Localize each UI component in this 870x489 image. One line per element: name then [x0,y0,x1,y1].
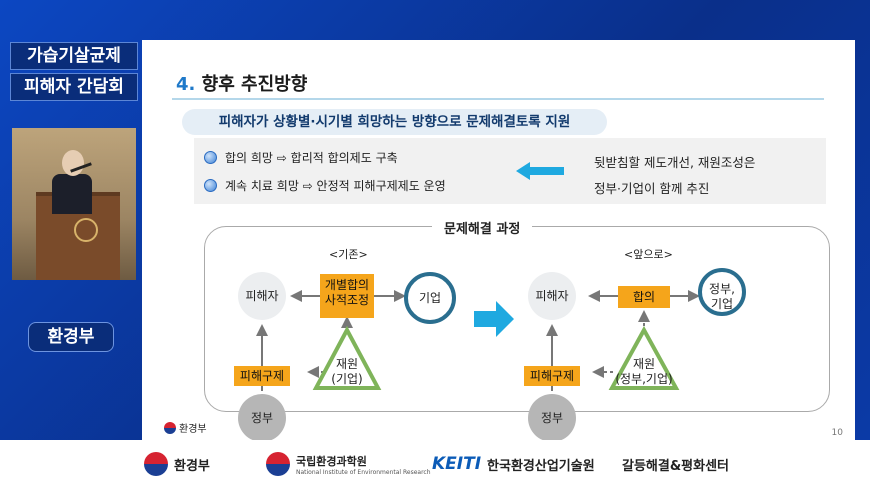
after-victim-node: 피해자 [528,272,576,320]
after-gov-company-node: 정부, 기업 [698,268,746,316]
center-logo: 갈등해결&평화센터 [622,448,729,480]
speaker-video [12,128,136,280]
support-line1: 뒷받침할 제도개선, 재원조성은 [594,155,756,170]
heading-text: 향후 추진방향 [201,74,308,95]
event-title-line2: 피해자 간담회 [10,73,138,101]
before-settlement-line1: 개별합의 [324,278,370,292]
speaker-body [52,174,92,214]
after-funds-label: 재원 (정부,기업) [609,357,679,387]
event-title: 가습기살균제 피해자 간담회 [10,42,138,104]
diagram-connectors [256,290,700,391]
before-caption: <기존> [329,248,368,261]
keiti-logo-text: 한국환경산업기술원 [487,458,595,474]
after-funds-line1: 재원 [632,357,656,371]
speaker-head [62,150,84,176]
process-diagram: <기존> 피해자 개별합의 사적조정 기업 피해구제 정부 재원 (기업) <앞… [204,226,828,442]
after-agreement-node: 합의 [618,286,670,308]
page-number: 10 [831,428,843,438]
me-logo-text: 환경부 [174,458,210,474]
before-victim-node: 피해자 [238,272,286,320]
keiti-logo: KEITI 한국환경산업기술원 [432,448,595,480]
bullet-text: 합의 희망 ⇨ 합리적 합의제도 구축 [225,151,398,165]
after-relief-node: 피해구제 [524,366,580,386]
process-title: 문제해결 과정 [432,218,533,237]
keiti-logo-mark: KEITI [432,454,482,474]
bullet-item: 계속 치료 희망 ⇨ 안정적 피해구제제도 운영 [204,177,446,194]
event-title-line1: 가습기살균제 [10,42,138,70]
slide-heading: 4. 향후 추진방향 [176,70,307,96]
before-funds-line2: (기업) [331,372,363,386]
bullet-item: 합의 희망 ⇨ 합리적 합의제도 구축 [204,149,398,166]
slide-subtitle: 피해자가 상황별·시기별 희망하는 방향으로 문제해결토록 지원 [182,109,607,135]
before-company-node: 기업 [404,272,456,324]
center-logo-text: 갈등해결&평화센터 [622,458,730,474]
presenter-org-badge: 환경부 [28,322,114,352]
before-gov-node: 정부 [238,394,286,442]
taegeuk-icon [144,452,168,476]
presentation-slide: 4. 향후 추진방향 피해자가 상황별·시기별 희망하는 방향으로 문제해결토록… [142,40,855,442]
taegeuk-icon [266,452,290,476]
left-panel: 가습기살균제 피해자 간담회 환경부 [0,0,140,440]
before-settlement-line2: 사적조정 [324,293,370,307]
nier-logo-subtext: National Institute of Environmental Rese… [296,468,431,476]
before-settlement-node: 개별합의 사적조정 [320,274,374,318]
bullet-text: 계속 치료 희망 ⇨ 안정적 피해구제제도 운영 [225,179,446,193]
after-gov-company-line1: 정부, [709,282,735,296]
after-gov-company-line2: 기업 [710,297,734,311]
before-relief-node: 피해구제 [234,366,290,386]
right-arrow-icon [474,301,514,337]
support-text: 뒷받침할 제도개선, 재원조성은 정부·기업이 함께 추진 [594,150,755,202]
info-box: 합의 희망 ⇨ 합리적 합의제도 구축 계속 치료 희망 ⇨ 안정적 피해구제제… [194,138,826,204]
nier-logo: 국립환경과학원 National Institute of Environmen… [266,448,431,480]
taegeuk-icon [164,421,176,434]
after-caption: <앞으로> [624,248,673,261]
heading-divider [172,98,824,100]
heading-number: 4. [176,74,196,95]
slide-footer-logo: 환경부 [164,420,207,435]
left-arrow-icon [516,162,564,180]
sponsor-footer: 환경부 국립환경과학원 National Institute of Enviro… [0,440,870,489]
support-line2: 정부·기업이 함께 추진 [594,181,710,196]
nier-logo-text: 국립환경과학원 [296,454,367,468]
emblem-icon [74,218,98,242]
before-funds-line1: 재원 [335,357,359,371]
bullet-icon [204,179,217,192]
me-logo: 환경부 [144,448,210,480]
after-funds-line2: (정부,기업) [615,372,673,386]
slide-footer-logo-text: 환경부 [179,424,207,435]
after-gov-node: 정부 [528,394,576,442]
bullet-icon [204,151,217,164]
before-funds-label: 재원 (기업) [322,357,372,387]
